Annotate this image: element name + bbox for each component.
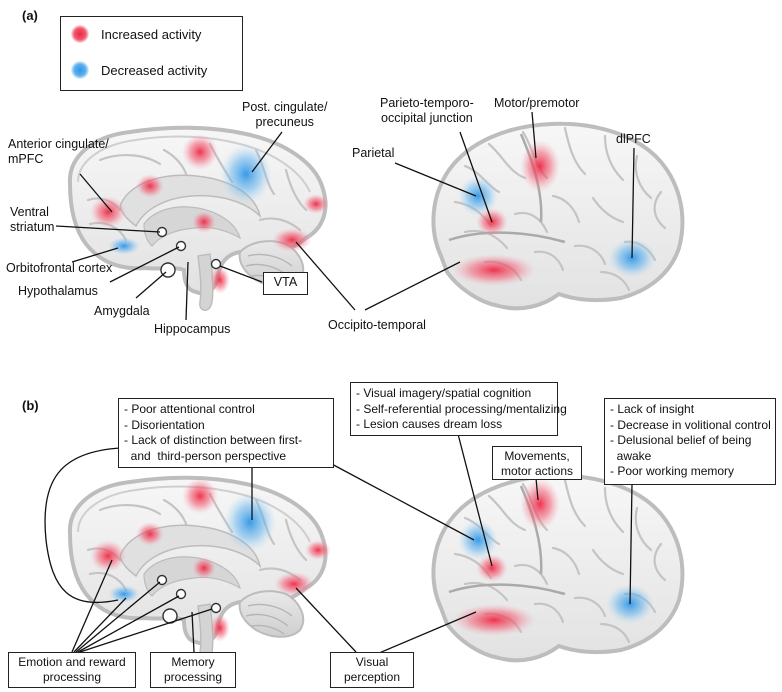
label-parieto-temporo-occipital: Parieto-temporo- occipital junction <box>380 96 474 125</box>
blob-occ-red <box>303 194 329 214</box>
blob-pcc-blue <box>220 144 272 204</box>
red-dot-icon <box>71 25 89 43</box>
label-hypothalamus: Hypothalamus <box>18 284 98 298</box>
panel-b-leader-lines <box>44 433 633 657</box>
label-amygdala: Amygdala <box>94 304 150 318</box>
blob-vta-red <box>210 266 230 294</box>
blob-ling-red <box>272 228 312 252</box>
legend: Increased activity Decreased activity <box>60 16 243 91</box>
panel-a-leader-lines <box>55 111 635 321</box>
label-occipito-temporal: Occipito-temporal <box>328 318 426 332</box>
label-vta-box: VTA <box>263 272 308 295</box>
panel-a-lateral-brain <box>431 121 685 311</box>
legend-increased: Increased activity <box>71 25 201 43</box>
blob-ofc-blue <box>108 237 140 255</box>
blob-motor-red <box>520 140 560 192</box>
label-hippocampus: Hippocampus <box>154 322 231 336</box>
label-ventral-striatum: Ventral striatum <box>10 205 55 234</box>
memory-box: Memory processing <box>150 652 236 688</box>
blob-acc-red <box>90 196 126 228</box>
panel-b-medial-brain <box>67 475 331 663</box>
panel-b-tag: (b) <box>22 398 39 413</box>
blob-temporal-red <box>452 254 536 286</box>
label-orbitofrontal: Orbitofrontal cortex <box>6 261 113 275</box>
label-parietal: Parietal <box>352 146 395 160</box>
panel-a-tag: (a) <box>22 8 38 23</box>
legend-decreased: Decreased activity <box>71 61 207 79</box>
blob-thal-red <box>192 211 216 233</box>
blue-dot-icon <box>71 61 89 79</box>
label-motor-premotor: Motor/premotor <box>494 96 580 110</box>
attention-box: - Poor attentional control - Disorientat… <box>118 398 334 468</box>
panel-b-lateral-brain <box>431 473 685 663</box>
blob-parietal-blue <box>458 176 498 216</box>
label-post-cingulate: Post. cingulate/ precuneus <box>242 100 328 129</box>
blob-sma-red <box>182 134 218 170</box>
insight-box: - Lack of insight - Decrease in volition… <box>604 398 776 485</box>
blob-frontal-red <box>136 174 164 198</box>
emotion-reward-box: Emotion and reward processing <box>8 652 136 688</box>
visual-perception-box: Visual perception <box>330 652 414 688</box>
panel-a-medial-brain <box>67 125 329 313</box>
label-dlpfc: dlPFC <box>616 132 651 146</box>
movements-box: Movements, motor actions <box>492 446 582 480</box>
label-anterior-cingulate: Anterior cingulate/ mPFC <box>8 137 109 166</box>
imagery-box: - Visual imagery/spatial cognition - Sel… <box>350 382 567 436</box>
